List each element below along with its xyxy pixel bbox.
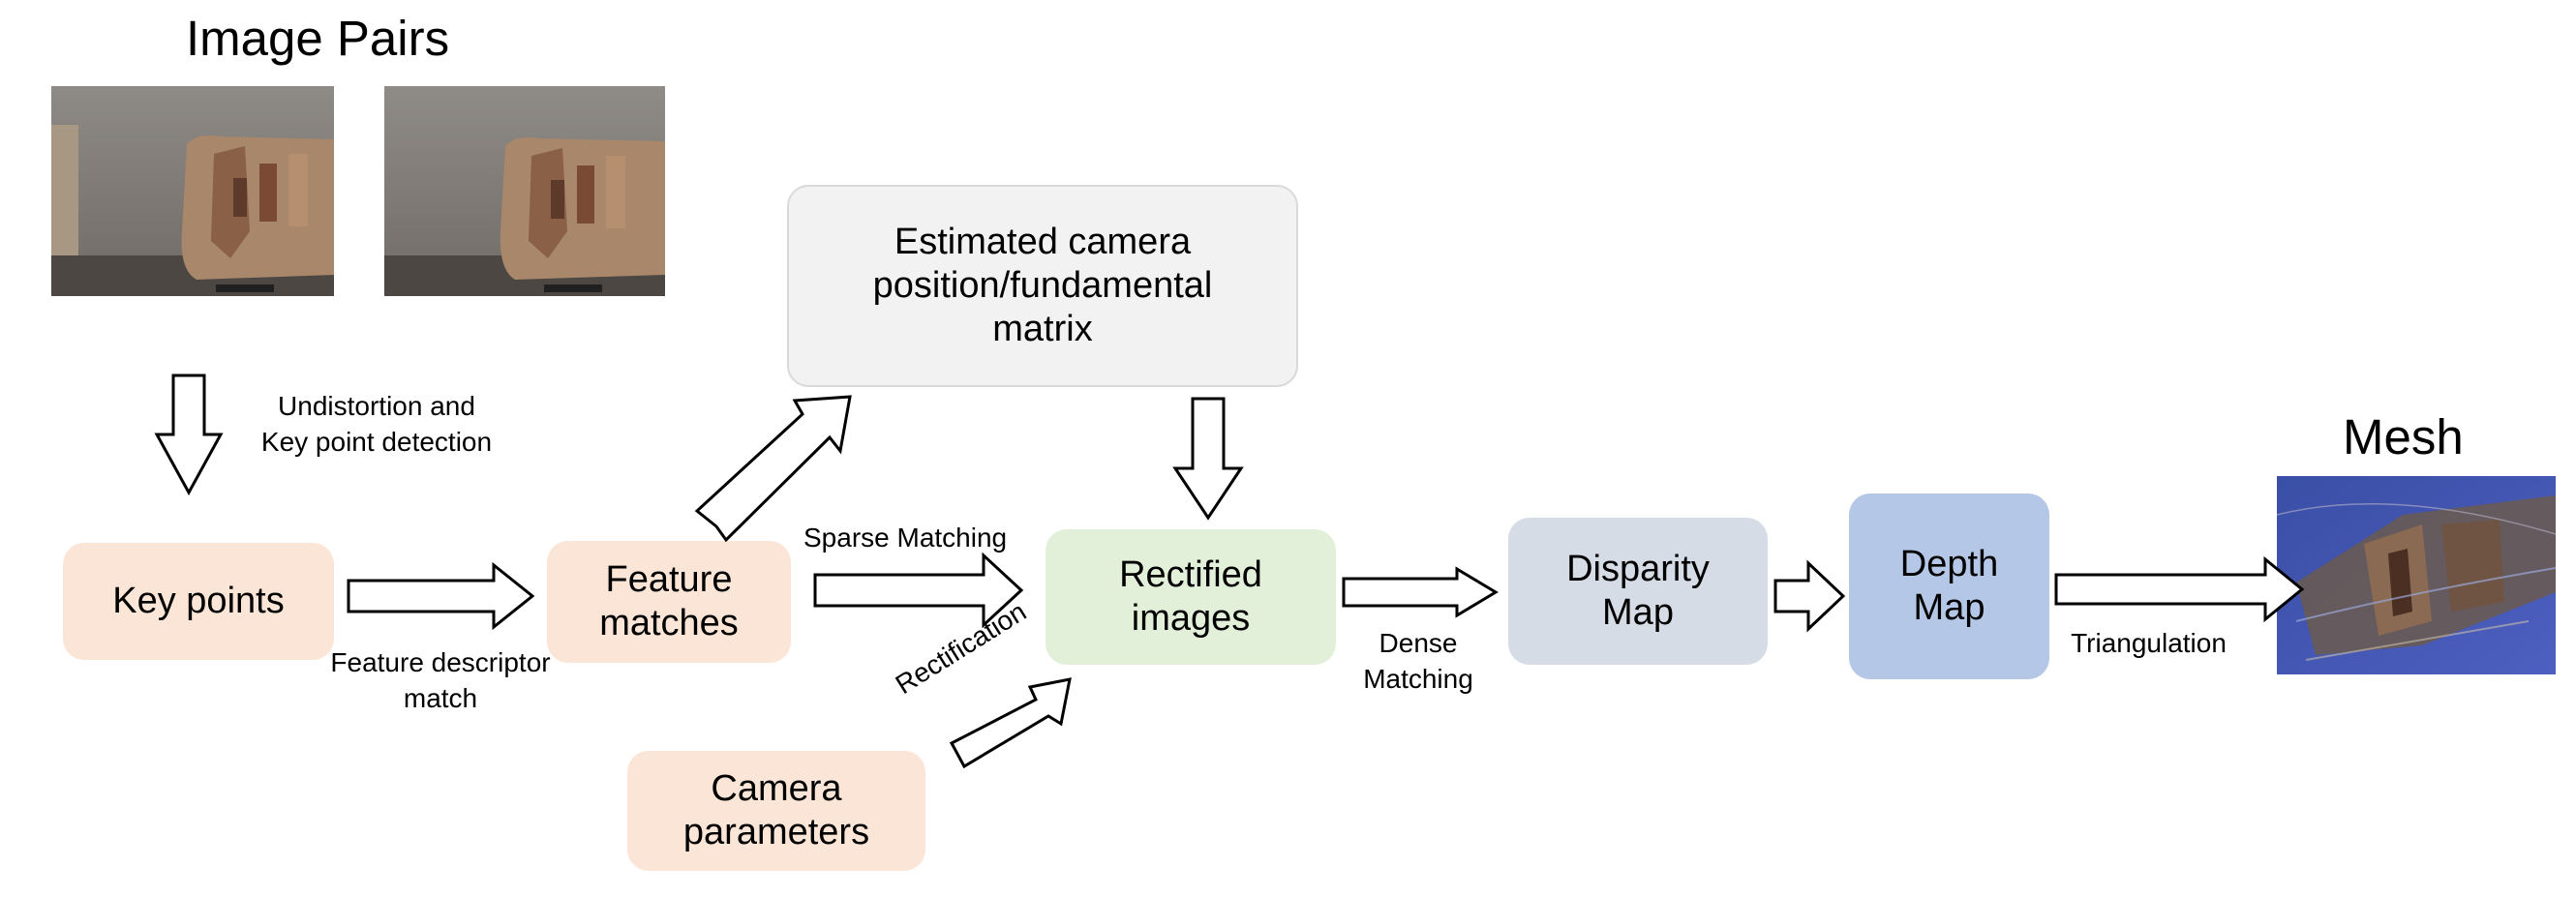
arrow-feature-matches-to-camera-position	[694, 395, 852, 543]
arrow-key-points-to-feature-matches	[347, 561, 535, 631]
input-image-left	[51, 86, 334, 296]
node-estimated-camera-position-label: Estimated camera position/fundamental ma…	[872, 222, 1213, 349]
mesh-title: Mesh	[2343, 409, 2464, 464]
node-estimated-camera-position: Estimated camera position/fundamental ma…	[787, 185, 1298, 387]
label-sparse-matching: Sparse Matching	[803, 523, 1008, 553]
node-rectified-images-label: Rectified images	[1119, 554, 1262, 639]
input-image-left-art	[51, 86, 334, 296]
input-image-right-art	[384, 86, 665, 296]
mesh-image	[2277, 476, 2556, 674]
node-rectified-images: Rectified images	[1046, 529, 1336, 665]
arrow-disparity-to-depth	[1773, 559, 1846, 633]
node-depth-map-label: Depth Map	[1899, 544, 1999, 628]
arrow-rectification	[949, 677, 1072, 769]
node-camera-parameters: Camera parameters	[627, 751, 925, 871]
label-dense-matching: Dense Matching	[1363, 628, 1473, 694]
arrow-images-to-key-points	[154, 374, 224, 496]
node-key-points: Key points	[63, 543, 334, 660]
arrow-triangulation	[2054, 555, 2305, 623]
node-disparity-map-label: Disparity Map	[1566, 549, 1710, 633]
input-image-right	[384, 86, 665, 296]
mesh-image-art	[2277, 476, 2556, 674]
arrow-sparse-matching	[813, 552, 1024, 629]
node-camera-parameters-label: Camera parameters	[682, 768, 870, 852]
node-depth-map: Depth Map	[1849, 493, 2049, 679]
node-feature-matches-label: Feature matches	[599, 559, 739, 643]
node-feature-matches: Feature matches	[547, 541, 791, 663]
node-key-points-label: Key points	[112, 581, 285, 621]
image-pairs-title: Image Pairs	[186, 11, 450, 66]
arrow-dense-matching	[1342, 566, 1499, 618]
node-disparity-map: Disparity Map	[1508, 518, 1768, 665]
label-undistortion: Undistortion and Key point detection	[260, 391, 493, 457]
label-triangulation: Triangulation	[2071, 628, 2227, 658]
label-feature-descriptor-match: Feature descriptor match	[330, 647, 551, 713]
arrow-camera-position-to-rectified	[1172, 397, 1244, 521]
